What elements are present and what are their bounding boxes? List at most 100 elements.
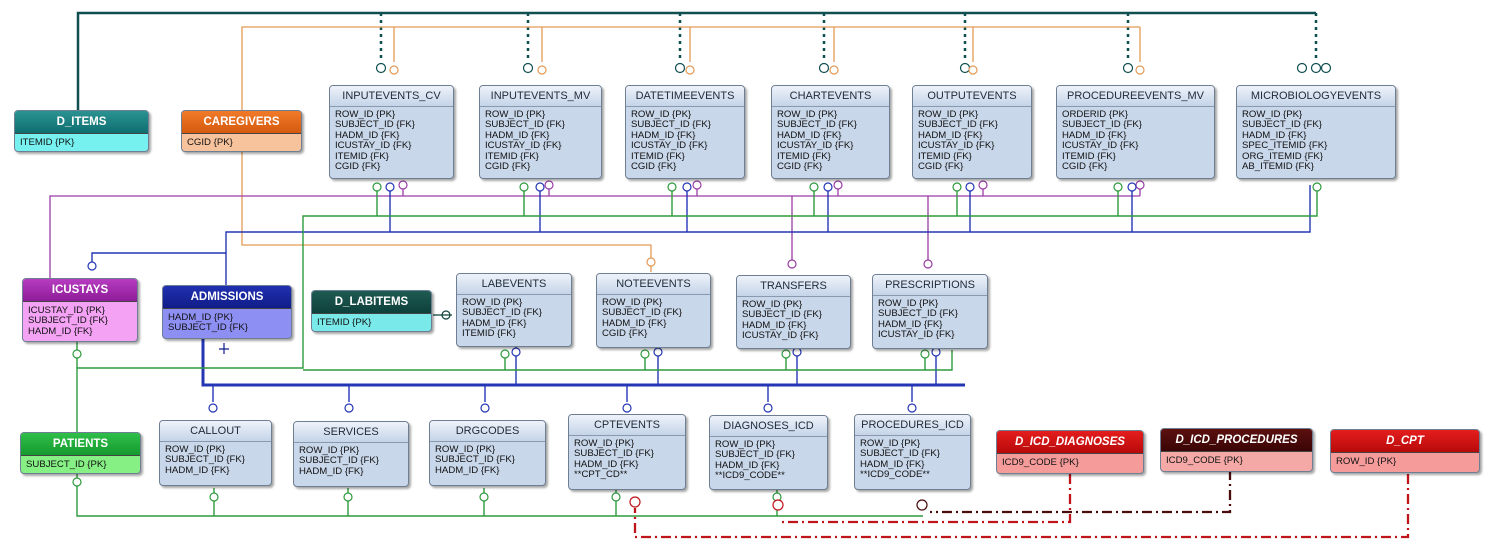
cptevents-field: SUBJECT_ID {FK}: [574, 448, 654, 460]
microbiologyevents-field: SPEC_ITEMID {FK}: [1242, 140, 1328, 152]
d-labitems-title: D_LABITEMS: [312, 291, 431, 314]
d-cpt-table[interactable]: D_CPT ROW_ID {PK}: [1330, 429, 1480, 473]
prescriptions-field: ROW_ID {PK}: [878, 298, 939, 309]
d-items-relationships: [76, 11, 1318, 110]
d-items-title: D_ITEMS: [15, 111, 148, 134]
services-field: HADM_ID {FK}: [299, 465, 364, 477]
procedures-icd-field: SUBJECT_ID {FK}: [860, 448, 940, 460]
outputevents-title: OUTPUTEVENTS: [913, 86, 1031, 107]
icustays-title: ICUSTAYS: [23, 279, 137, 302]
d-icd-diagnoses-field: ICD9_CODE {PK}: [1002, 457, 1079, 468]
caregivers-table[interactable]: CAREGIVERS CGID {PK}: [181, 110, 302, 152]
procedureevents-mv-field: ORDERID {PK}: [1062, 109, 1129, 120]
d-icd-diagnoses-table[interactable]: D_ICD_DIAGNOSES ICD9_CODE {PK}: [996, 430, 1144, 474]
chartevents-field: ROW_ID {PK}: [777, 109, 838, 120]
noteevents-field: SUBJECT_ID {FK}: [602, 307, 682, 319]
noteevents-table[interactable]: NOTEEVENTS ROW_ID {PK} SUBJECT_ID {FK} H…: [596, 273, 711, 348]
services-table[interactable]: SERVICES ROW_ID {PK} SUBJECT_ID {FK} HAD…: [293, 421, 409, 487]
noteevents-title: NOTEEVENTS: [597, 274, 710, 295]
procedureevents-mv-field: ITEMID {FK}: [1062, 150, 1116, 162]
outputevents-field: HADM_ID {FK}: [918, 129, 983, 141]
prescriptions-field: ICUSTAY_ID {FK}: [878, 329, 955, 341]
procedureevents-mv-field: ICUSTAY_ID {FK}: [1062, 140, 1139, 152]
diagnoses-icd-field: ROW_ID {PK}: [715, 439, 776, 450]
labevents-field: SUBJECT_ID {FK}: [462, 307, 542, 319]
admissions-relationships: [91, 185, 1311, 402]
prescriptions-table[interactable]: PRESCRIPTIONS ROW_ID {PK} SUBJECT_ID {FK…: [872, 274, 988, 349]
patients-table[interactable]: PATIENTS SUBJECT_ID {PK}: [20, 432, 141, 474]
datetimeevents-table[interactable]: DATETIMEEVENTS ROW_ID {PK} SUBJECT_ID {F…: [625, 85, 745, 179]
services-title: SERVICES: [294, 422, 408, 443]
noteevents-field: CGID {FK}: [602, 328, 648, 340]
transfers-table[interactable]: TRANSFERS ROW_ID {PK} SUBJECT_ID {FK} HA…: [736, 275, 851, 349]
chartevents-table[interactable]: CHARTEVENTS ROW_ID {PK} SUBJECT_ID {FK} …: [771, 85, 890, 179]
callout-field: SUBJECT_ID {FK}: [165, 454, 245, 466]
outputevents-field: ICUSTAY_ID {FK}: [918, 140, 995, 152]
cptevents-title: CPTEVENTS: [569, 415, 685, 436]
procedures-icd-field: **ICD9_CODE**: [860, 469, 930, 481]
inputevents-cv-field: CGID {FK}: [335, 160, 381, 172]
inputevents-mv-title: INPUTEVENTS_MV: [480, 86, 601, 107]
patients-title: PATIENTS: [21, 433, 140, 456]
datetimeevents-title: DATETIMEEVENTS: [626, 86, 744, 107]
procedureevents-mv-field: CGID {FK}: [1062, 160, 1108, 172]
transfers-field: ICUSTAY_ID {FK}: [742, 330, 819, 342]
labevents-field: ROW_ID {PK}: [462, 297, 523, 308]
d-icd-procedures-table[interactable]: D_ICD_PROCEDURES ICD9_CODE {PK}: [1160, 428, 1313, 472]
patients-field: SUBJECT_ID {PK}: [26, 459, 107, 470]
callout-title: CALLOUT: [160, 421, 271, 442]
inputevents-cv-table[interactable]: INPUTEVENTS_CV ROW_ID {PK} SUBJECT_ID {F…: [329, 85, 454, 179]
inputevents-mv-table[interactable]: INPUTEVENTS_MV ROW_ID {PK} SUBJECT_ID {F…: [479, 85, 602, 179]
outputevents-table[interactable]: OUTPUTEVENTS ROW_ID {PK} SUBJECT_ID {FK}…: [912, 85, 1032, 179]
inputevents-mv-field: ICUSTAY_ID {FK}: [485, 140, 562, 152]
procedureevents-mv-title: PROCEDUREEVENTS_MV: [1057, 86, 1214, 107]
datetimeevents-field: ROW_ID {PK}: [631, 109, 692, 120]
transfers-field: SUBJECT_ID {FK}: [742, 309, 822, 321]
caregivers-title: CAREGIVERS: [182, 111, 301, 134]
labevents-table[interactable]: LABEVENTS ROW_ID {PK} SUBJECT_ID {FK} HA…: [456, 273, 572, 347]
drgcodes-field: ROW_ID {PK}: [435, 444, 496, 455]
datetimeevents-field: SUBJECT_ID {FK}: [631, 119, 711, 131]
callout-table[interactable]: CALLOUT ROW_ID {PK} SUBJECT_ID {FK} HADM…: [159, 420, 272, 486]
admissions-table[interactable]: ADMISSIONS HADM_ID {PK} SUBJECT_ID {FK}: [162, 285, 292, 339]
procedures-icd-field: HADM_ID {FK}: [860, 458, 925, 470]
inputevents-cv-field: ICUSTAY_ID {FK}: [335, 140, 412, 152]
services-field: ROW_ID {PK}: [299, 445, 360, 456]
inputevents-mv-field: CGID {FK}: [485, 160, 531, 172]
procedureevents-mv-field: HADM_ID {FK}: [1062, 129, 1127, 141]
d-icd-procedures-title: D_ICD_PROCEDURES: [1161, 429, 1312, 452]
procedureevents-mv-table[interactable]: PROCEDUREEVENTS_MV ORDERID {PK} SUBJECT_…: [1056, 85, 1215, 179]
labevents-field: HADM_ID {FK}: [462, 317, 527, 329]
labevents-field: ITEMID {FK}: [462, 328, 516, 340]
drgcodes-field: SUBJECT_ID {FK}: [435, 454, 515, 466]
diagnoses-icd-title: DIAGNOSES_ICD: [710, 416, 827, 437]
drgcodes-table[interactable]: DRGCODES ROW_ID {PK} SUBJECT_ID {FK} HAD…: [429, 420, 546, 486]
microbiologyevents-table[interactable]: MICROBIOLOGYEVENTS ROW_ID {PK} SUBJECT_I…: [1236, 85, 1396, 179]
d-labitems-table[interactable]: D_LABITEMS ITEMID {PK}: [311, 290, 432, 332]
chartevents-field: SUBJECT_ID {FK}: [777, 119, 857, 131]
inputevents-mv-field: ITEMID {FK}: [485, 150, 539, 162]
relationship-markers: [72, 62, 1332, 511]
d-cpt-field: ROW_ID {PK}: [1336, 456, 1397, 467]
procedures-icd-field: ROW_ID {PK}: [860, 438, 921, 449]
diagnoses-icd-table[interactable]: DIAGNOSES_ICD ROW_ID {PK} SUBJECT_ID {FK…: [709, 415, 828, 490]
microbiologyevents-field: ROW_ID {PK}: [1242, 109, 1303, 120]
admissions-title: ADMISSIONS: [163, 286, 291, 309]
procedures-icd-table[interactable]: PROCEDURES_ICD ROW_ID {PK} SUBJECT_ID {F…: [854, 414, 971, 490]
icustays-table[interactable]: ICUSTAYS ICUSTAY_ID {PK} SUBJECT_ID {FK}…: [22, 278, 138, 342]
cptevents-table[interactable]: CPTEVENTS ROW_ID {PK} SUBJECT_ID {FK} HA…: [568, 414, 686, 490]
inputevents-mv-field: HADM_ID {FK}: [485, 129, 550, 141]
datetimeevents-field: ITEMID {FK}: [631, 150, 685, 162]
microbiologyevents-field: ORG_ITEMID {FK}: [1242, 150, 1324, 162]
prescriptions-title: PRESCRIPTIONS: [873, 275, 987, 296]
transfers-field: ROW_ID {PK}: [742, 299, 803, 310]
inputevents-cv-field: HADM_ID {FK}: [335, 129, 400, 141]
caregivers-field: CGID {PK}: [187, 137, 233, 148]
chartevents-field: HADM_ID {FK}: [777, 129, 842, 141]
callout-field: HADM_ID {FK}: [165, 464, 230, 476]
microbiologyevents-title: MICROBIOLOGYEVENTS: [1237, 86, 1395, 107]
d-items-table[interactable]: D_ITEMS ITEMID {PK}: [14, 110, 149, 152]
d-icd-procedures-field: ICD9_CODE {PK}: [1166, 455, 1243, 466]
